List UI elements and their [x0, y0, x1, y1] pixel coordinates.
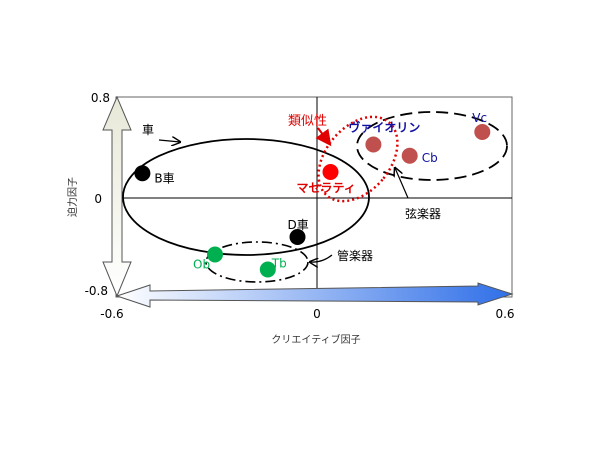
data-point: [259, 261, 276, 278]
y-tick-label: 0: [94, 192, 102, 206]
strings-arrow: [395, 168, 409, 199]
similarity-arrow: [315, 127, 332, 147]
data-point: [365, 136, 382, 153]
data-point-label: ヴァイオリン: [348, 120, 420, 135]
data-point: [207, 246, 223, 263]
winds-group-ellipse: [205, 241, 309, 283]
winds-annotation: 管楽器: [337, 248, 373, 263]
x-axis-label: クリエイティブ因子: [271, 333, 360, 346]
y-tick-label: -0.8: [85, 284, 108, 298]
car-group-ellipse: [122, 138, 370, 256]
data-point: [401, 147, 418, 164]
x-tick-label: 0: [313, 307, 321, 321]
data-point-label: マセラティ: [297, 181, 356, 195]
data-point-label: Vc: [472, 111, 487, 125]
strings-annotation: 弦楽器: [405, 206, 441, 221]
data-point-label: Ob: [193, 258, 210, 272]
data-point-label: Cb: [422, 151, 438, 165]
data-point: [474, 124, 491, 140]
x-axis-arrow: [115, 282, 514, 308]
similarity-annotation: 類似性: [288, 114, 327, 129]
data-point: [322, 164, 339, 180]
x-tick-label: 0.6: [495, 307, 514, 321]
y-axis-label: 迫力因子: [66, 177, 79, 217]
data-point-label: D車: [288, 218, 309, 232]
data-point-label: Tb: [271, 257, 287, 271]
data-point: [134, 165, 151, 182]
winds-arrow: [310, 254, 333, 262]
x-tick-label: -0.6: [100, 307, 123, 321]
car-arrow: [158, 140, 180, 142]
strings-group-ellipse: [356, 111, 508, 181]
car-annotation: 車: [142, 123, 154, 137]
data-point: [289, 229, 306, 245]
similarity-group-ellipse: [317, 115, 399, 203]
y-tick-label: 0.8: [91, 91, 110, 105]
data-point-label: B車: [154, 171, 174, 185]
